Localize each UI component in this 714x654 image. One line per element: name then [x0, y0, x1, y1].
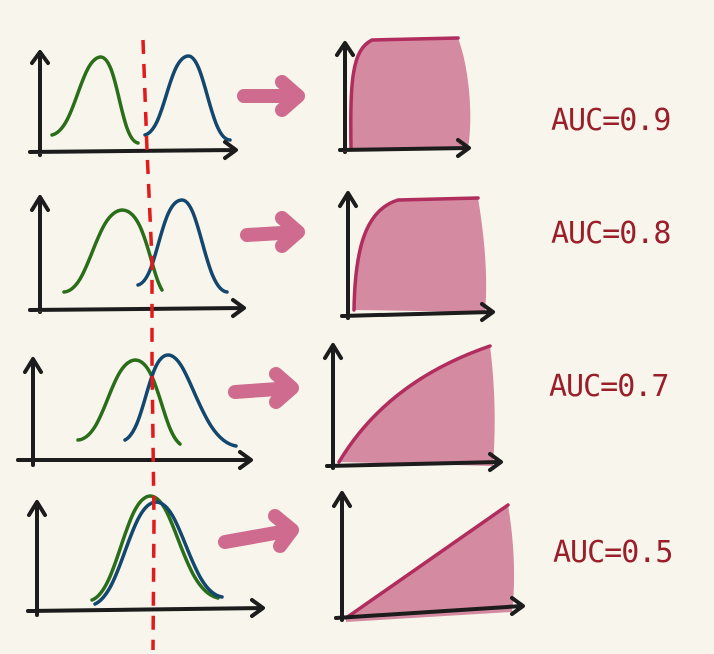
roc-plot-4 — [332, 491, 525, 622]
dist-axes-1 — [28, 50, 238, 160]
row-3 — [16, 343, 503, 472]
auc-label-3: AUC=0.7 — [549, 369, 669, 404]
positive-class-curve-3 — [123, 353, 238, 448]
arrow-2 — [240, 211, 305, 253]
negative-class-curve-1 — [50, 55, 140, 145]
negative-class-curve-2 — [62, 208, 164, 294]
roc-plot-3 — [323, 343, 503, 472]
roc-area-3 — [339, 346, 495, 466]
roc-axes-4 — [332, 491, 525, 622]
roc-axes-2 — [338, 191, 495, 322]
distribution-plot-3 — [16, 353, 253, 470]
roc-area-1 — [350, 38, 471, 148]
arrow-4 — [218, 509, 299, 553]
roc-curve-4 — [344, 503, 510, 620]
positive-class-curve-4 — [93, 500, 224, 606]
distribution-plot-4 — [26, 494, 265, 618]
dist-axes-3 — [16, 357, 253, 470]
decision-threshold-line — [141, 39, 156, 651]
distribution-plot-1 — [28, 50, 238, 160]
roc-area-4 — [346, 505, 515, 622]
row-4 — [26, 491, 525, 622]
auc-label-2: AUC=0.8 — [551, 216, 671, 251]
auc-label-1: AUC=0.9 — [551, 103, 671, 138]
roc-axes-3 — [323, 343, 503, 472]
dist-axes-4 — [26, 500, 265, 618]
distribution-plot-2 — [28, 195, 246, 318]
roc-plot-1 — [335, 36, 471, 158]
row-1 — [28, 36, 471, 160]
negative-class-curve-3 — [76, 358, 182, 446]
row-2 — [28, 191, 495, 322]
arrow-3 — [228, 367, 299, 409]
positive-class-curve-1 — [143, 54, 232, 142]
roc-curve-2 — [352, 196, 480, 312]
roc-area-2 — [354, 198, 487, 312]
negative-class-curve-4 — [90, 494, 220, 602]
auc-label-4: AUC=0.5 — [553, 535, 673, 570]
roc-plot-2 — [338, 191, 495, 322]
roc-curve-3 — [337, 344, 492, 464]
roc-curve-1 — [349, 36, 460, 150]
arrow-1 — [237, 75, 305, 117]
dist-axes-2 — [28, 195, 246, 318]
roc-axes-1 — [335, 41, 471, 158]
